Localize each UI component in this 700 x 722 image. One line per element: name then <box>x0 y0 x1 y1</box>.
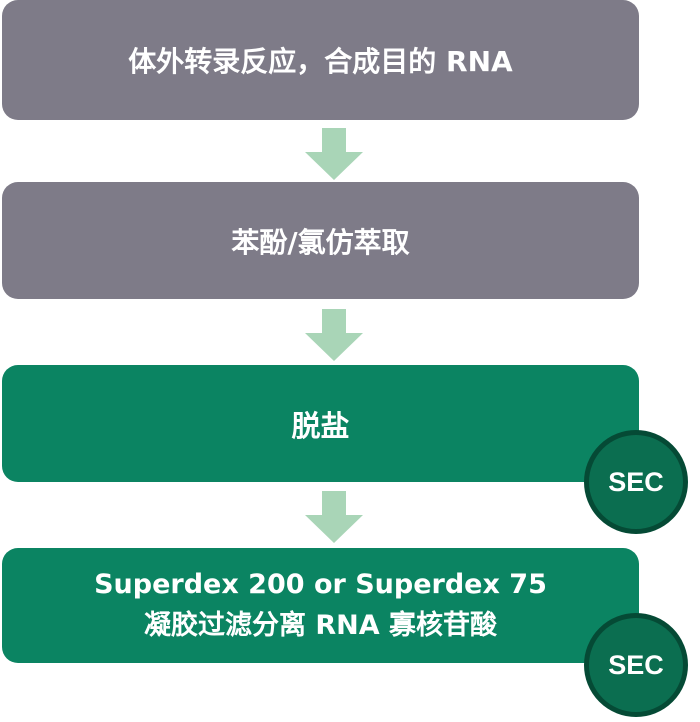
sec-badge-label: SEC <box>608 649 664 680</box>
step-in-vitro-transcription: 体外转录反应，合成目的 RNA <box>2 0 639 120</box>
step-label-line1: Superdex 200 or Superdex 75 <box>94 569 547 600</box>
sec-badge: SEC <box>584 430 688 534</box>
step-phenol-chloroform-extraction: 苯酚/氯仿萃取 <box>2 182 639 299</box>
down-arrow-icon <box>305 309 363 361</box>
step-label-line2: 凝胶过滤分离 RNA 寡核苷酸 <box>143 609 498 641</box>
step-label: 脱盐 <box>291 408 350 443</box>
sec-badge: SEC <box>584 613 688 717</box>
down-arrow-icon <box>305 128 363 180</box>
step-gel-filtration: Superdex 200 or Superdex 75 凝胶过滤分离 RNA 寡… <box>2 548 639 663</box>
sec-badge-label: SEC <box>608 466 664 497</box>
step-label: 体外转录反应，合成目的 RNA <box>128 45 513 78</box>
down-arrow-icon <box>305 491 363 543</box>
step-desalting: 脱盐 <box>2 365 639 482</box>
step-label: 苯酚/氯仿萃取 <box>231 225 410 259</box>
